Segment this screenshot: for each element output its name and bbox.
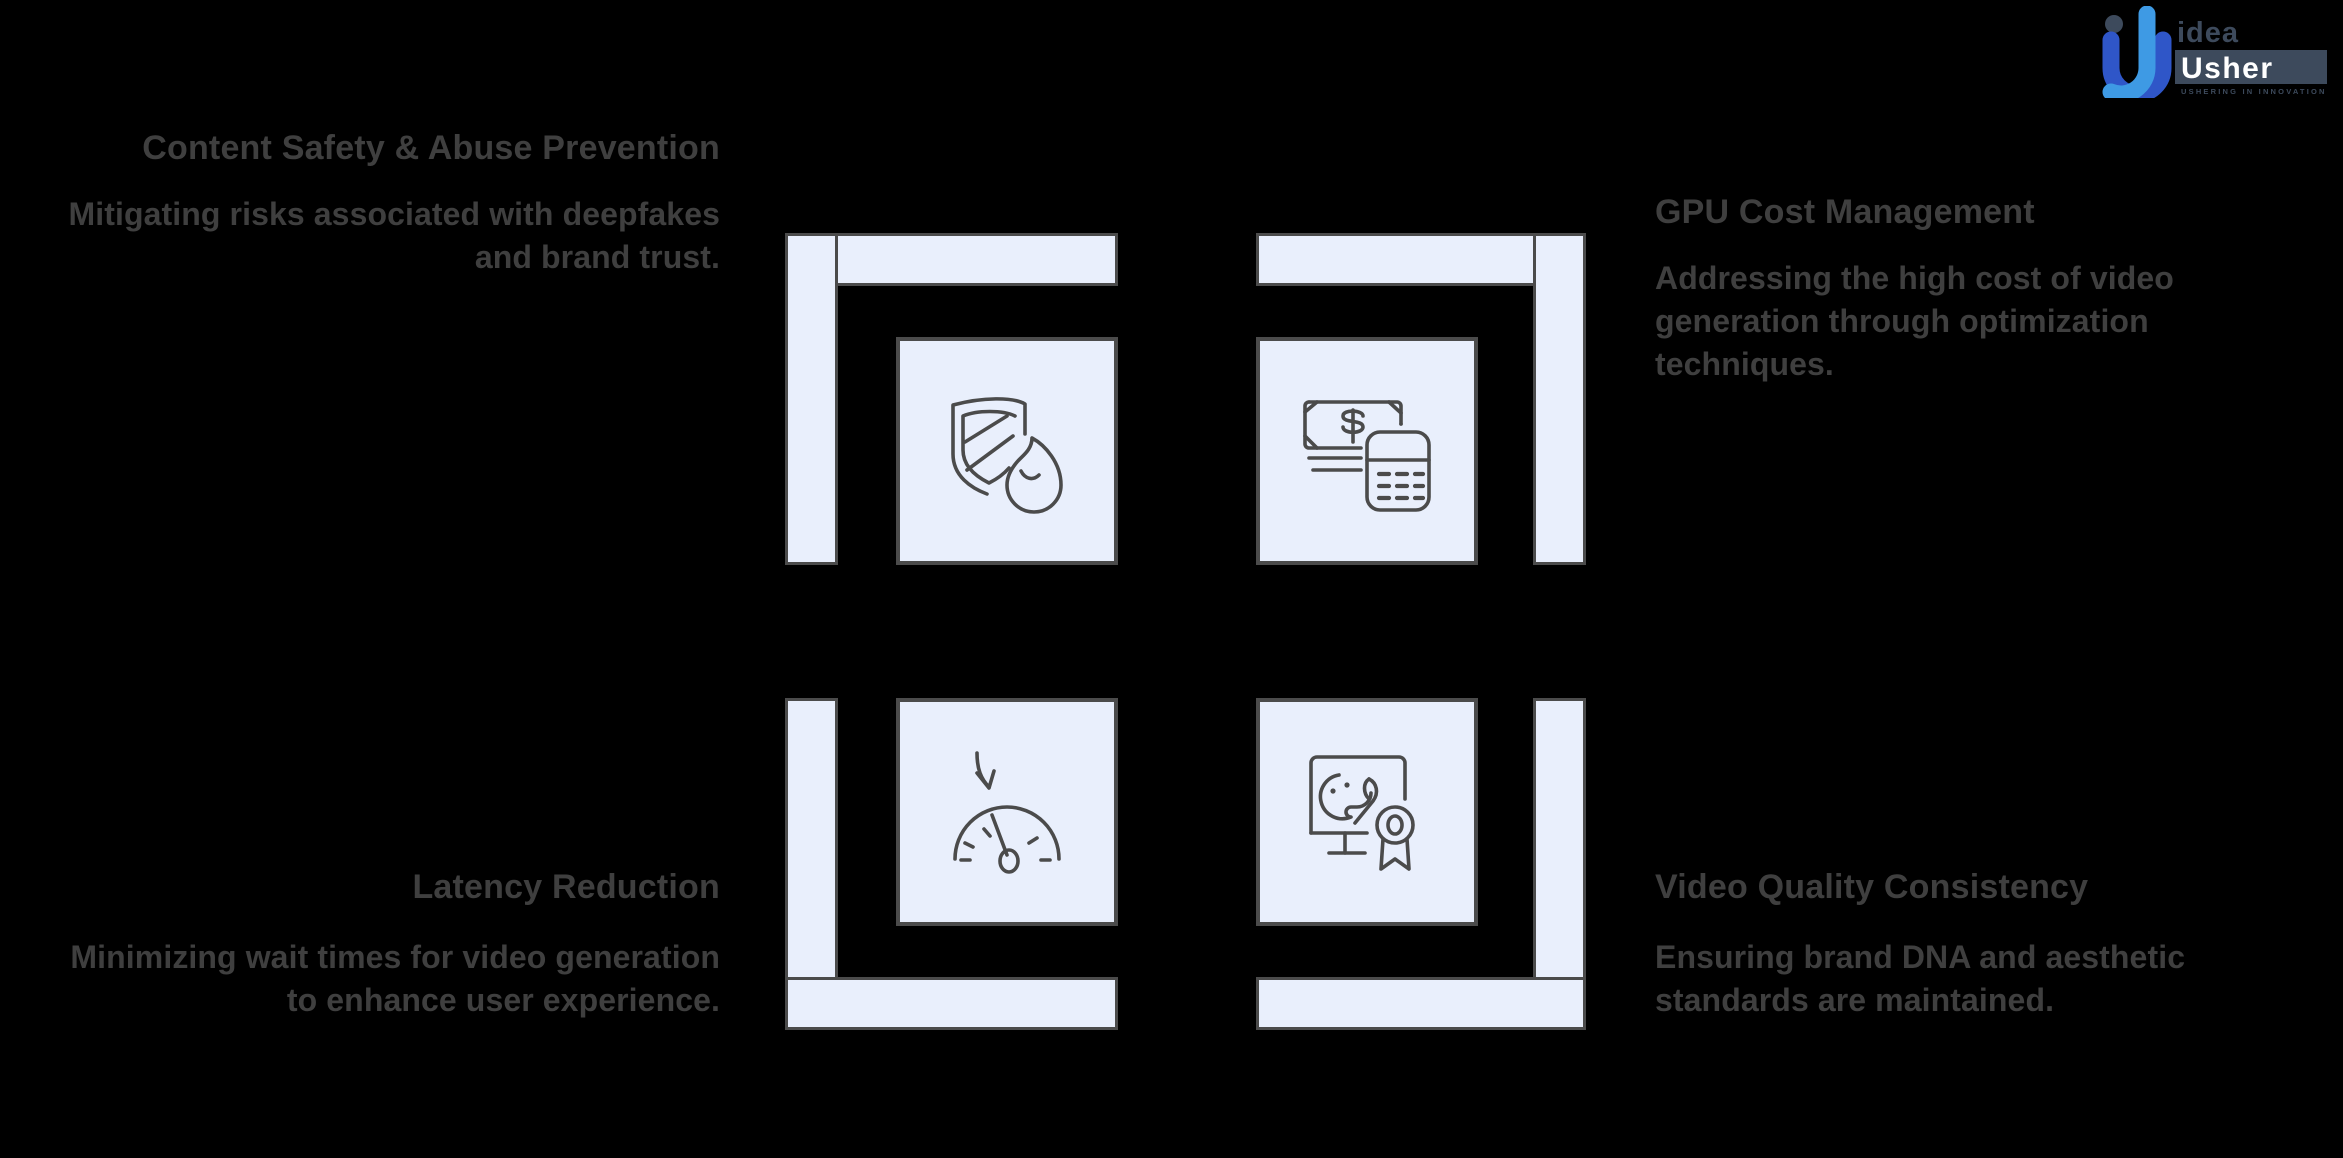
quadrant-text-latency: Latency Reduction Minimizing wait times … — [60, 865, 720, 1022]
palette-dot-1 — [1330, 788, 1336, 794]
monitor-palette-award-icon — [1309, 755, 1415, 871]
gauge-tick-3 — [982, 827, 992, 838]
money-calculator-icon — [1303, 400, 1431, 512]
gauge-hub — [998, 848, 1020, 874]
shield-outer-outline — [951, 397, 1027, 496]
bracket-top-right-vertical-arm — [1533, 233, 1586, 565]
banknote-corner-tr — [1387, 400, 1403, 415]
bracket-bottom-left-vertical-arm — [785, 698, 838, 1030]
banknote-corner-tl — [1303, 400, 1319, 414]
flame-inner — [1019, 469, 1041, 481]
logo-tagline: USHERING IN INNOVATION — [2181, 87, 2327, 96]
paintbrush-tip — [1362, 777, 1371, 801]
logo-text-usher: Usher — [2181, 52, 2274, 85]
banknote-corner-bl — [1303, 434, 1319, 450]
shield-stripe-2 — [965, 434, 1015, 472]
flame-outline — [1005, 436, 1063, 514]
quadrant-description: Mitigating risks associated with deepfak… — [68, 195, 720, 276]
gauge-tick-1 — [963, 841, 975, 849]
idea-usher-logo: idea Usher USHERING IN INNOVATION — [2101, 6, 2333, 98]
award-medal-outer — [1375, 805, 1415, 845]
banknote-left-edge — [1303, 400, 1363, 450]
bracket-bottom-right-vertical-arm — [1533, 698, 1586, 1030]
bracket-top-right-horizontal-arm — [1256, 233, 1586, 286]
banknote-top-edge — [1307, 400, 1403, 426]
dollar-s — [1341, 409, 1365, 435]
logo-dot-icon — [2105, 15, 2123, 33]
bracket-bottom-left-horizontal-arm — [785, 977, 1118, 1030]
speedometer-arrow-icon — [953, 751, 1061, 874]
gauge-arc — [953, 805, 1061, 861]
icon-card-content-safety — [896, 337, 1118, 565]
shield-stripe-1 — [963, 414, 1009, 444]
quadrant-text-gpu-cost: GPU Cost Management Addressing the high … — [1655, 190, 2255, 386]
gauge-tick-4 — [1027, 836, 1039, 845]
icon-card-latency — [896, 698, 1118, 926]
quadrant-text-content-safety: Content Safety & Abuse Prevention Mitiga… — [60, 126, 720, 279]
logo-usher-plate — [2175, 50, 2327, 84]
logo-text-idea: idea — [2177, 17, 2239, 49]
icon-card-gpu-cost — [1256, 337, 1478, 565]
bracket-bottom-right-horizontal-arm — [1256, 977, 1586, 1030]
quadrant-title: Latency Reduction — [412, 868, 720, 906]
quadrant-description: Ensuring brand DNA and aesthetic standar… — [1655, 938, 2186, 1019]
palette-outline — [1318, 773, 1373, 821]
bracket-top-left-vertical-arm — [785, 233, 838, 565]
gauge-needle — [990, 813, 1009, 857]
icon-card-video-quality — [1256, 698, 1478, 926]
monitor-frame — [1309, 755, 1407, 835]
logo-mark-and-wordmark: idea Usher USHERING IN INNOVATION — [2102, 6, 2327, 98]
award-medal-inner — [1386, 814, 1404, 836]
quadrant-title: Content Safety & Abuse Prevention — [142, 129, 720, 167]
palette-dot-2 — [1344, 782, 1350, 788]
quadrant-title: Video Quality Consistency — [1655, 868, 2089, 906]
quadrant-description: Addressing the high cost of video genera… — [1655, 259, 2174, 383]
award-ribbon — [1379, 837, 1411, 871]
quadrant-title: GPU Cost Management — [1655, 193, 2035, 231]
down-arrow-head — [975, 769, 996, 790]
shield-inner-outline — [961, 409, 1017, 485]
logo-j-stroke-icon — [2102, 6, 2156, 98]
quadrant-description: Minimizing wait times for video generati… — [70, 938, 720, 1019]
shield-flame-icon — [951, 397, 1063, 514]
paintbrush-handle — [1353, 777, 1379, 825]
quadrant-text-video-quality: Video Quality Consistency Ensuring brand… — [1655, 865, 2255, 1022]
calculator-body — [1365, 430, 1431, 512]
